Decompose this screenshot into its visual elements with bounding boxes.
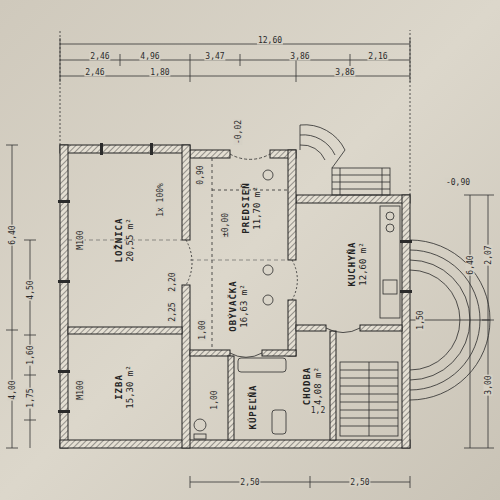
dimension-text: 3,86 [289,52,310,61]
room-name: PREDSIEŇ [241,182,252,233]
dimension-text: 2,46 [89,52,110,61]
window-marks [58,143,412,413]
dimension-text: 2,50 [349,478,370,487]
dimension-text: 2,25 [168,301,177,322]
room-area: 20,55 m² [125,218,136,263]
room-area: 12,60 m² [358,242,369,287]
dimension-text: 2,20 [168,271,177,292]
dimension-text: 1,60 [26,344,35,365]
dimension-text: -0,90 [445,178,471,187]
room-label: OBÝVAČKA16,63 m² [228,280,250,331]
dimension-text: 1,2 [310,406,326,415]
doors [186,154,360,357]
window-mark: M100 [76,379,85,400]
room-area: 16,63 m² [239,280,250,331]
room: LOŽNICA20,55 m² [68,153,182,327]
room: IZBA15,30 m² [68,334,182,440]
room-area: 4,08 m² [313,366,324,405]
room: CHODBA4,08 m² [296,331,330,440]
dimension-text: 12,60 [257,36,283,45]
dimension-text: 1,80 [149,68,170,77]
room-name: KUCHYŇA [347,242,358,287]
stairs [300,125,490,436]
dimension-text: 1x 100% [156,182,165,218]
dimension-text: 2,46 [84,68,105,77]
dimension-text: 2,50 [239,478,260,487]
room: KÚPEĽŇA [234,374,272,440]
room-label: IZBA15,30 m² [114,365,136,408]
room-name: IZBA [114,365,125,408]
room-name: CHODBA [302,366,313,405]
dimension-text: 1,75 [26,387,35,408]
dimension-text: 2,16 [367,52,388,61]
fixtures [194,170,400,439]
room-area: 11,70 m² [252,182,263,233]
dimension-text: 1,00 [210,389,219,410]
grid [68,240,288,260]
room-name: LOŽNICA [114,218,125,263]
dimension-text: 3,86 [334,68,355,77]
room-area: 15,30 m² [125,365,136,408]
dimension-text: -0,02 [234,119,243,145]
dimension-lines [6,30,494,488]
dimension-text: 0,90 [196,164,205,185]
room: KUCHYŇA12,60 m² [336,203,380,325]
dimension-text: 1,50 [416,309,425,330]
dimension-text: 3,47 [204,52,225,61]
dimension-text: ±0,00 [221,212,230,238]
room-label: CHODBA4,08 m² [302,366,324,405]
room-name: KÚPEĽŇA [248,385,259,430]
dimension-text: 6,40 [8,224,17,245]
room-label: KUCHYŇA12,60 m² [347,242,369,287]
dimension-text: 4,96 [139,52,160,61]
room-name: OBÝVAČKA [228,280,239,331]
room: PREDSIEŇ11,70 m² [232,158,272,258]
dimension-text: 2,07 [484,244,493,265]
room-label: LOŽNICA20,55 m² [114,218,136,263]
room-label: PREDSIEŇ11,70 m² [241,182,263,233]
dimension-text: 4,00 [8,379,17,400]
window-mark: M100 [76,229,85,250]
dimension-text: 3,00 [484,374,493,395]
room-label: KÚPEĽŇA [248,385,259,430]
walls [60,145,410,448]
dimension-text: 6,40 [466,254,475,275]
dimension-text: 1,00 [198,319,207,340]
dimension-text: 4,50 [26,279,35,300]
